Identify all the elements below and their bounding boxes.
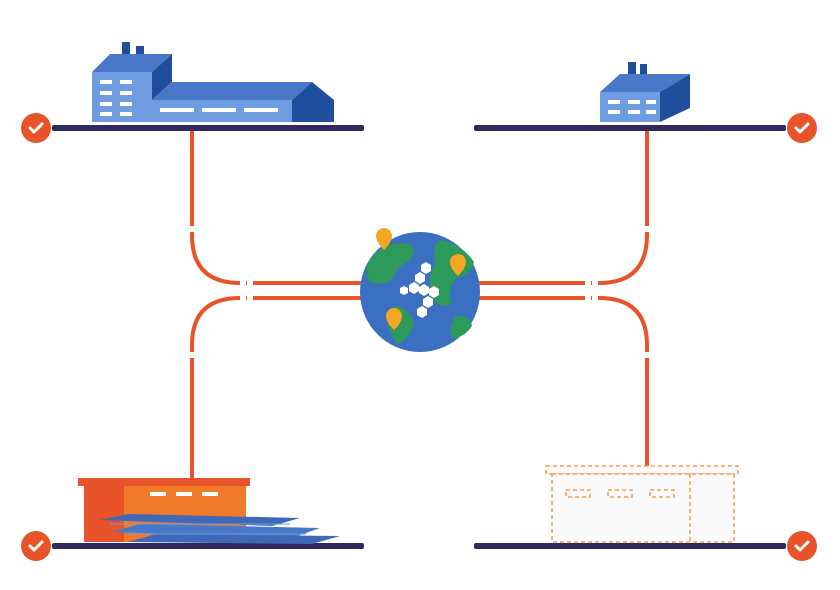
solar-panel-icon — [100, 514, 340, 544]
platform-bottom-left — [52, 543, 364, 549]
globe-land — [366, 243, 414, 284]
platform-top-left — [52, 125, 364, 131]
connector-top-left — [190, 128, 362, 285]
connector-lines — [190, 128, 649, 482]
connector-top-right — [478, 128, 649, 285]
globe-hub — [360, 228, 480, 352]
check-badge-top-left — [21, 113, 51, 143]
check-mark-icon — [794, 540, 810, 552]
check-mark-icon — [794, 122, 810, 134]
connector-bottom-right — [478, 296, 649, 468]
warehouse-solar-icon — [78, 478, 340, 544]
connector-gaps — [189, 226, 650, 358]
platform-bottom-right — [474, 543, 786, 549]
planned-building-icon — [545, 465, 739, 543]
factory-large-icon — [92, 42, 334, 122]
platform-top-right — [474, 125, 786, 131]
factory-small-icon — [600, 62, 690, 122]
platforms — [52, 125, 786, 549]
check-badge-top-right — [787, 113, 817, 143]
hexagon-logo-icon — [400, 262, 439, 318]
check-badge-bottom-left — [21, 531, 51, 561]
connector-bottom-left — [190, 296, 362, 482]
map-pin-icon — [376, 228, 466, 330]
check-mark-icon — [28, 540, 44, 552]
check-badge-bottom-right — [787, 531, 817, 561]
check-mark-icon — [28, 122, 44, 134]
